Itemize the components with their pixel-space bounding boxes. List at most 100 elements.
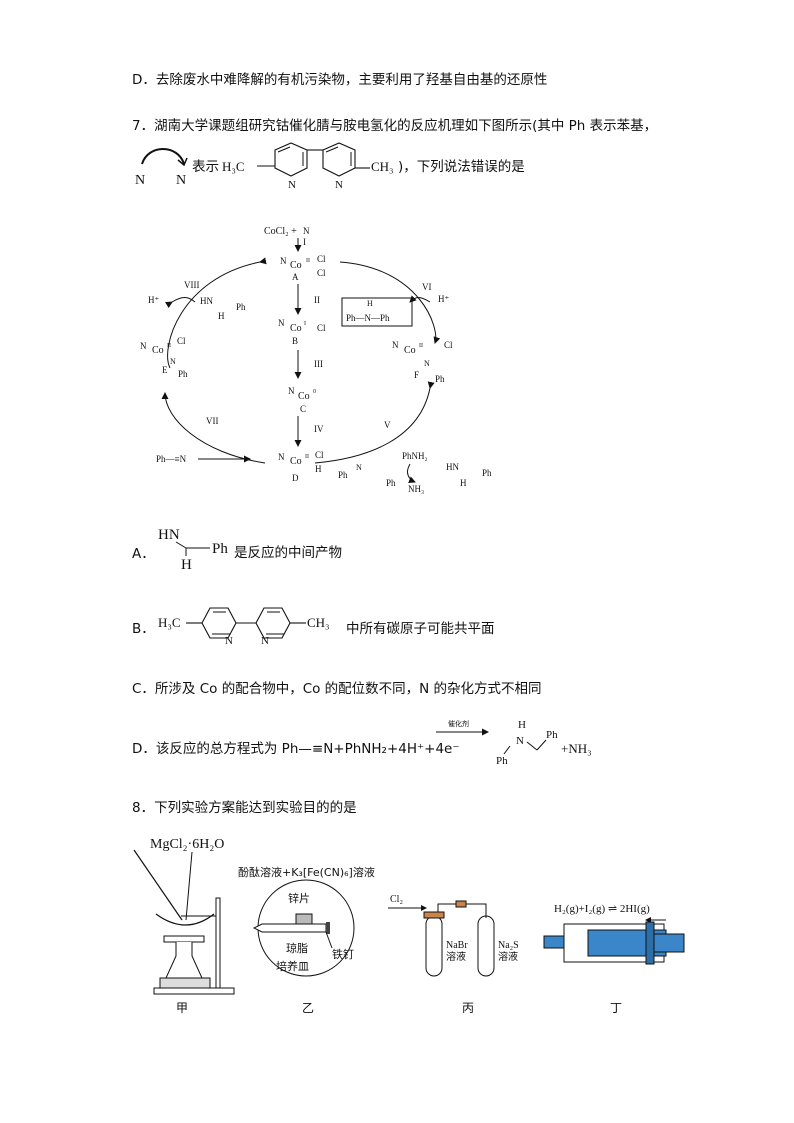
bipy-n1: N (288, 179, 296, 191)
step-vi: VI (422, 282, 432, 292)
a-co: Co (290, 260, 302, 271)
yi-title: 酚酞溶液+K₃[Fe(CN)₆]溶液 (238, 865, 375, 879)
yi-dish: 培养皿 (276, 959, 309, 973)
jia-reagent: MgCl₂·6H₂O (150, 837, 224, 852)
d-h: H (315, 464, 322, 474)
c-ox: 0 (313, 389, 316, 395)
yi-agar: 琼脂 (286, 941, 308, 955)
opt-d-n: N (516, 735, 524, 747)
c-co: Co (298, 391, 310, 402)
step-viii: VIII (184, 280, 200, 290)
legend-post: )，下列说法错误的是 (398, 159, 525, 175)
f-cl: Cl (444, 340, 453, 350)
yi-nail: 铁钉 (332, 948, 354, 961)
opt-a-hn: HN (158, 527, 180, 543)
bing-sol2: 溶液 (498, 950, 518, 963)
q8-apparatus: MgCl₂·6H₂O 酚酞溶液+K₃[Fe(CN)₆]溶液 锌片 铁钉 琼脂 培… (133, 837, 685, 1015)
a-ox: II (306, 258, 310, 264)
opt-d-catalyst: 催化剂 (448, 719, 469, 728)
v-nh3: NH₃ (408, 484, 424, 494)
ligand-arc-icon (141, 148, 185, 165)
e-cl: Cl (177, 336, 186, 346)
e-n: N (140, 341, 147, 351)
opt-d-ph1: Ph (496, 755, 508, 766)
c-n: N (288, 386, 295, 396)
v-phnh2: PhNH₂ (402, 451, 428, 461)
a-n: N (280, 256, 287, 266)
q7-legend: N N 表示 H₃C N N CH₃ )，下列说法错误的是 (135, 142, 525, 191)
test-tube-na2s (477, 915, 495, 977)
vii-nitrile: Ph—≡N (156, 454, 187, 464)
f-co: Co (404, 345, 416, 356)
ding-eq: H₂(g)+I₂(g) ⇌ 2HI(g) (554, 903, 650, 915)
test-tube-nabr (425, 915, 443, 977)
v-ph1: Ph (338, 470, 348, 480)
n-left: N (135, 173, 145, 188)
f-n: N (392, 340, 399, 350)
vi-amine: Ph—N—Ph (346, 313, 390, 323)
opt-b-n2: N (261, 635, 269, 647)
amine-box (341, 297, 413, 327)
v-ph2: Ph (386, 478, 396, 488)
step-i: I (303, 237, 306, 247)
f-ox: II (419, 343, 423, 349)
a-cl1: Cl (317, 254, 326, 264)
step-ii: II (314, 295, 320, 305)
iron-nail (252, 923, 327, 933)
viii-hplus: H⁺ (148, 295, 159, 305)
n-right: N (176, 173, 186, 188)
e-n2: N (170, 357, 176, 366)
bing-nabr: NaBr (446, 940, 468, 951)
viii-hn: HN (200, 296, 213, 306)
e-co: Co (152, 345, 164, 356)
label-jia: 甲 (176, 1001, 188, 1015)
f-n2: N (424, 359, 430, 368)
d-ox: II (305, 454, 309, 460)
v-hn: HN (446, 462, 459, 472)
opt-b-right: CH₃ (307, 615, 330, 630)
opt-b-left: H₃C (158, 615, 181, 630)
bipy-n2: N (335, 179, 343, 191)
evaporating-dish (155, 913, 215, 926)
d-n: N (278, 452, 285, 462)
v-h: H (460, 478, 467, 488)
label-bing: 丙 (462, 1001, 474, 1015)
b-co: Co (290, 323, 302, 334)
step-iv: IV (314, 424, 324, 434)
vi-h: H (367, 299, 373, 308)
step-iii: III (314, 359, 323, 369)
cocl2-label: CoCl₂ + (264, 226, 297, 237)
b-n: N (278, 318, 285, 328)
step-vii: VII (206, 416, 219, 426)
alcohol-lamp (165, 942, 203, 979)
q7-option-b-text: 中所有碳原子可能共平面 (346, 621, 495, 637)
v-n: N (356, 463, 362, 472)
c-label: C (300, 404, 306, 414)
viii-h: H (218, 311, 225, 321)
e-label: E (162, 365, 168, 375)
vi-hplus: H⁺ (438, 294, 449, 304)
q7-option-a-label: A． (132, 546, 155, 562)
q8-stem: 8．下列实验方案能达到实验目的的是 (132, 800, 357, 816)
opt-b-n1: N (225, 635, 233, 647)
d-cl: Cl (315, 450, 324, 460)
d-label: D (292, 473, 299, 483)
a-cl2: Cl (317, 268, 326, 278)
q7-option-a-text: 是反应的中间产物 (234, 545, 342, 561)
opt-d-ph2: Ph (546, 729, 558, 741)
mechanism-diagram: CoCl₂ + N I N Co II Cl Cl A II N Co I Cl… (140, 226, 492, 494)
bing-sol1: 溶液 (446, 950, 466, 963)
option-d-product: 催化剂 H N Ph Ph +NH₃ (436, 719, 592, 766)
bing-na2s: Na₂S (498, 940, 519, 951)
b-label: B (292, 336, 298, 346)
f-ph: Ph (435, 374, 445, 384)
f-label: F (414, 370, 419, 380)
q7-option-d-pre: D．该反应的总方程式为 Ph—≡N+PhNH₂+4H⁺+4e⁻ (132, 741, 460, 757)
bipy-left: H₃C (222, 159, 245, 174)
b-ox: I (304, 321, 306, 327)
step-v: V (384, 420, 391, 430)
q7-option-c: C．所涉及 Co 的配合物中，Co 的配位数不同，N 的杂化方式不相同 (132, 681, 542, 697)
bing-cl2: Cl₂ (390, 894, 403, 905)
label-ding: 丁 (610, 1001, 622, 1015)
label-yi: 乙 (302, 1001, 314, 1015)
